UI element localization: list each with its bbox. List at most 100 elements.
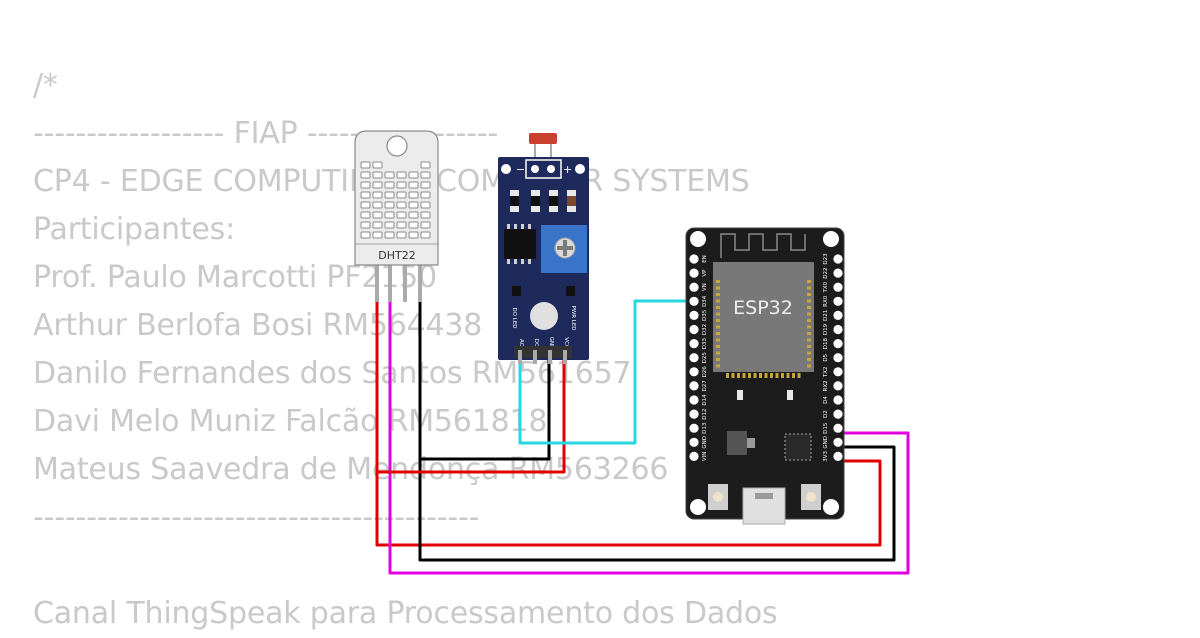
esp32-board[interactable]: ESP32 ENVPVND34D35D32D33D25D26D27D14D12D…: [685, 227, 845, 525]
dht22-grille-slot: [420, 191, 431, 199]
dht22-pin-vcc: [375, 262, 379, 302]
dht22-grille-slot: [396, 231, 407, 239]
ldr-plus-label: +: [563, 163, 572, 176]
dht22-label: DHT22: [378, 249, 415, 262]
esp32-pin-label: D4: [823, 396, 829, 404]
dht22-grille-slot: [360, 231, 371, 239]
esp32-pin[interactable]: [833, 423, 843, 433]
ldr-do-led-label: DO LED: [511, 307, 517, 328]
esp32-pin-label: D18: [823, 337, 829, 349]
dht22-pin-sda: [388, 262, 392, 302]
esp32-pin[interactable]: [833, 409, 843, 419]
esp32-pin[interactable]: [833, 437, 843, 447]
esp32-pin-label: EN: [702, 255, 708, 263]
dht22-grille-slot: [420, 181, 431, 189]
esp32-pin[interactable]: [689, 381, 699, 391]
code-line: Canal ThingSpeak para Processamento dos …: [33, 596, 778, 631]
esp32-pin[interactable]: [689, 310, 699, 320]
esp32-pin[interactable]: [833, 296, 843, 306]
dht22-grille-slot: [372, 181, 383, 189]
esp32-pin[interactable]: [689, 268, 699, 278]
esp32-pin-label: D25: [702, 352, 708, 364]
esp32-pin[interactable]: [689, 423, 699, 433]
esp32-pin-label: D15: [823, 422, 829, 434]
esp32-pin[interactable]: [833, 310, 843, 320]
esp32-pin-label: D2: [823, 410, 829, 418]
esp32-pin-label: GND: [823, 436, 829, 449]
dht22-grille-slot: [384, 181, 395, 189]
code-line: /*: [33, 68, 58, 103]
wire-dht-vcc[interactable]: [375, 300, 882, 547]
esp32-pin[interactable]: [833, 353, 843, 363]
esp32-pin-label: D27: [702, 380, 708, 392]
esp32-pin[interactable]: [833, 268, 843, 278]
dht22-grille-slot: [396, 201, 407, 209]
esp32-pin[interactable]: [833, 339, 843, 349]
esp32-module: [713, 262, 814, 372]
dht22-grille-slot: [396, 171, 407, 179]
dht22-grille-slot: [408, 201, 419, 209]
esp32-regulator: [727, 431, 747, 455]
dht22-pin-gnd: [418, 262, 422, 302]
esp32-pin-label: D35: [702, 309, 708, 321]
wire-dht-data[interactable]: [388, 300, 910, 575]
dht22-grille-slot: [420, 161, 431, 169]
esp32-pin-label: TX0: [823, 281, 829, 293]
ldr-pin-header: [514, 346, 572, 358]
esp32-pin-label: D22: [823, 267, 829, 278]
code-line: Davi Melo Muniz Falcão RM561818: [33, 404, 548, 439]
dht22-sensor[interactable]: DHT22: [354, 130, 439, 302]
esp32-pin[interactable]: [833, 254, 843, 264]
esp32-pin[interactable]: [689, 339, 699, 349]
ldr-module[interactable]: − + DO LED PWR LED AO DO GND VCC: [498, 133, 589, 364]
esp32-pin[interactable]: [833, 367, 843, 377]
dht22-grille-slot: [420, 201, 431, 209]
esp32-pin-label: RX2: [823, 380, 829, 391]
esp32-pin[interactable]: [689, 282, 699, 292]
dht22-grille-slot: [360, 161, 371, 169]
dht22-pin-nc: [403, 262, 407, 302]
esp32-right-pins: D23D22TX0RX0D21D19D18D5TX2RX2D4D2D15GND3…: [823, 253, 843, 462]
esp32-label: ESP32: [733, 297, 793, 319]
esp32-pin-label: D34: [702, 295, 708, 307]
wire-ldr-gnd[interactable]: [420, 358, 551, 461]
esp32-pin-label: D13: [702, 422, 708, 434]
ldr-pin-ao-label: AO: [518, 339, 524, 348]
photoresistor: [529, 133, 557, 144]
ldr-led: [530, 302, 558, 330]
esp32-pin[interactable]: [833, 324, 843, 335]
esp32-pin[interactable]: [833, 395, 843, 405]
esp32-pin[interactable]: [689, 409, 699, 419]
esp32-pin[interactable]: [833, 381, 843, 391]
code-line: Arthur Berlofa Bosi RM564438: [33, 308, 483, 343]
esp32-pin[interactable]: [689, 437, 699, 447]
dht22-grille-slot: [372, 201, 383, 209]
esp32-pin[interactable]: [833, 451, 843, 461]
dht22-grille: [360, 161, 431, 239]
dht22-grille-slot: [384, 221, 395, 229]
esp32-pin[interactable]: [833, 282, 843, 292]
esp32-pin-label: D23: [823, 253, 829, 265]
dht22-grille-slot: [372, 161, 383, 169]
wire-ldr-ao[interactable]: [518, 299, 694, 445]
esp32-pin[interactable]: [689, 324, 699, 335]
esp32-pin[interactable]: [689, 395, 699, 405]
code-line: ------------------ FIAP ----------------…: [33, 116, 499, 151]
esp32-pin-label: D32: [702, 324, 708, 335]
code-line: Danilo Fernandes dos Santos RM561657: [33, 356, 632, 391]
esp32-pin-label: D12: [702, 408, 708, 419]
wire-ldr-vcc[interactable]: [377, 358, 566, 474]
dht22-grille-slot: [384, 231, 395, 239]
esp32-pin[interactable]: [689, 254, 699, 264]
esp32-pin[interactable]: [689, 296, 699, 306]
dht22-grille-slot: [372, 211, 383, 219]
esp32-pin-label: 3V3: [823, 451, 829, 462]
esp32-pin[interactable]: [689, 367, 699, 377]
esp32-pin-label: D21: [823, 310, 829, 321]
esp32-pin-label: D19: [823, 323, 829, 335]
esp32-pin[interactable]: [689, 353, 699, 363]
dht22-grille-slot: [372, 171, 383, 179]
esp32-pin[interactable]: [689, 451, 699, 461]
dht22-grille-slot: [420, 211, 431, 219]
